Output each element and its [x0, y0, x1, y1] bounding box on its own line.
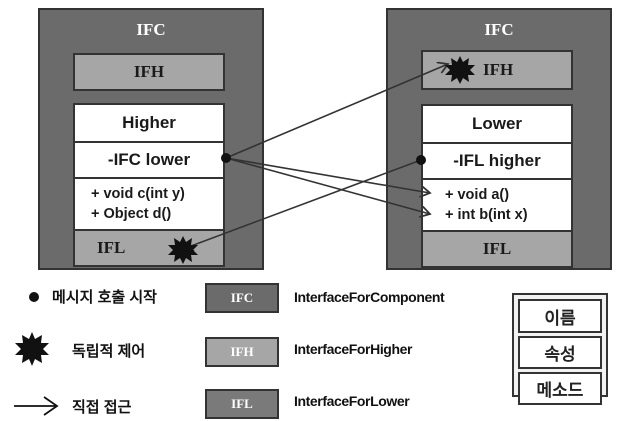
arrow-to-void-a	[225, 157, 430, 193]
right-ifh-label: IFH	[483, 60, 514, 79]
legend-swatch-ifc: IFC	[205, 283, 279, 313]
right-ifh-box: IFH	[421, 50, 573, 90]
legend-label-message-call: 메시지 호출 시작	[52, 289, 157, 306]
legend-swatch-ifh: IFH	[205, 337, 279, 367]
uml-key: 이름 속성 메소드	[512, 293, 608, 405]
legend-desc-ifh: InterfaceForHigher	[294, 341, 413, 357]
legend-label-direct-access: 직접 접근	[72, 399, 132, 416]
legend-arrow-icon	[14, 396, 59, 416]
uml-key-attribute: 속성	[518, 336, 602, 369]
left-ifl-label: IFL	[97, 238, 126, 257]
right-ifc-label: IFC	[484, 20, 514, 39]
arrow-to-left-ifl	[183, 159, 422, 249]
legend-label-independent-control: 독립적 제어	[72, 343, 146, 360]
right-ifl-box: IFL	[421, 230, 573, 268]
left-class-name: Higher	[73, 103, 225, 143]
legend-swatch-ifl: IFL	[205, 389, 279, 419]
starburst-icon	[168, 236, 198, 264]
right-method-item: + int b(int x)	[445, 207, 528, 223]
message-call-dot-icon	[416, 155, 426, 165]
left-ifl-box: IFL	[73, 229, 225, 267]
legend-desc-ifl: InterfaceForLower	[294, 393, 410, 409]
uml-key-method: 메소드	[518, 372, 602, 405]
left-ifh-box: IFH	[73, 53, 225, 91]
left-ifc-label: IFC	[136, 20, 166, 39]
legend-starburst-icon	[15, 332, 49, 366]
left-method-item: + void c(int y)	[91, 186, 185, 202]
arrow-to-int-b	[225, 157, 430, 214]
arrow-to-right-ifh	[225, 64, 448, 159]
right-method-item: + void a()	[445, 187, 510, 203]
legend-desc-ifc: InterfaceForComponent	[294, 289, 445, 305]
legend-dot-icon	[29, 292, 39, 302]
left-method-item: + Object d()	[91, 206, 172, 222]
uml-key-name: 이름	[518, 299, 602, 333]
message-call-dot-icon	[221, 153, 231, 163]
left-class-methods: + void c(int y) + Object d()	[73, 177, 225, 231]
starburst-icon	[445, 56, 475, 84]
